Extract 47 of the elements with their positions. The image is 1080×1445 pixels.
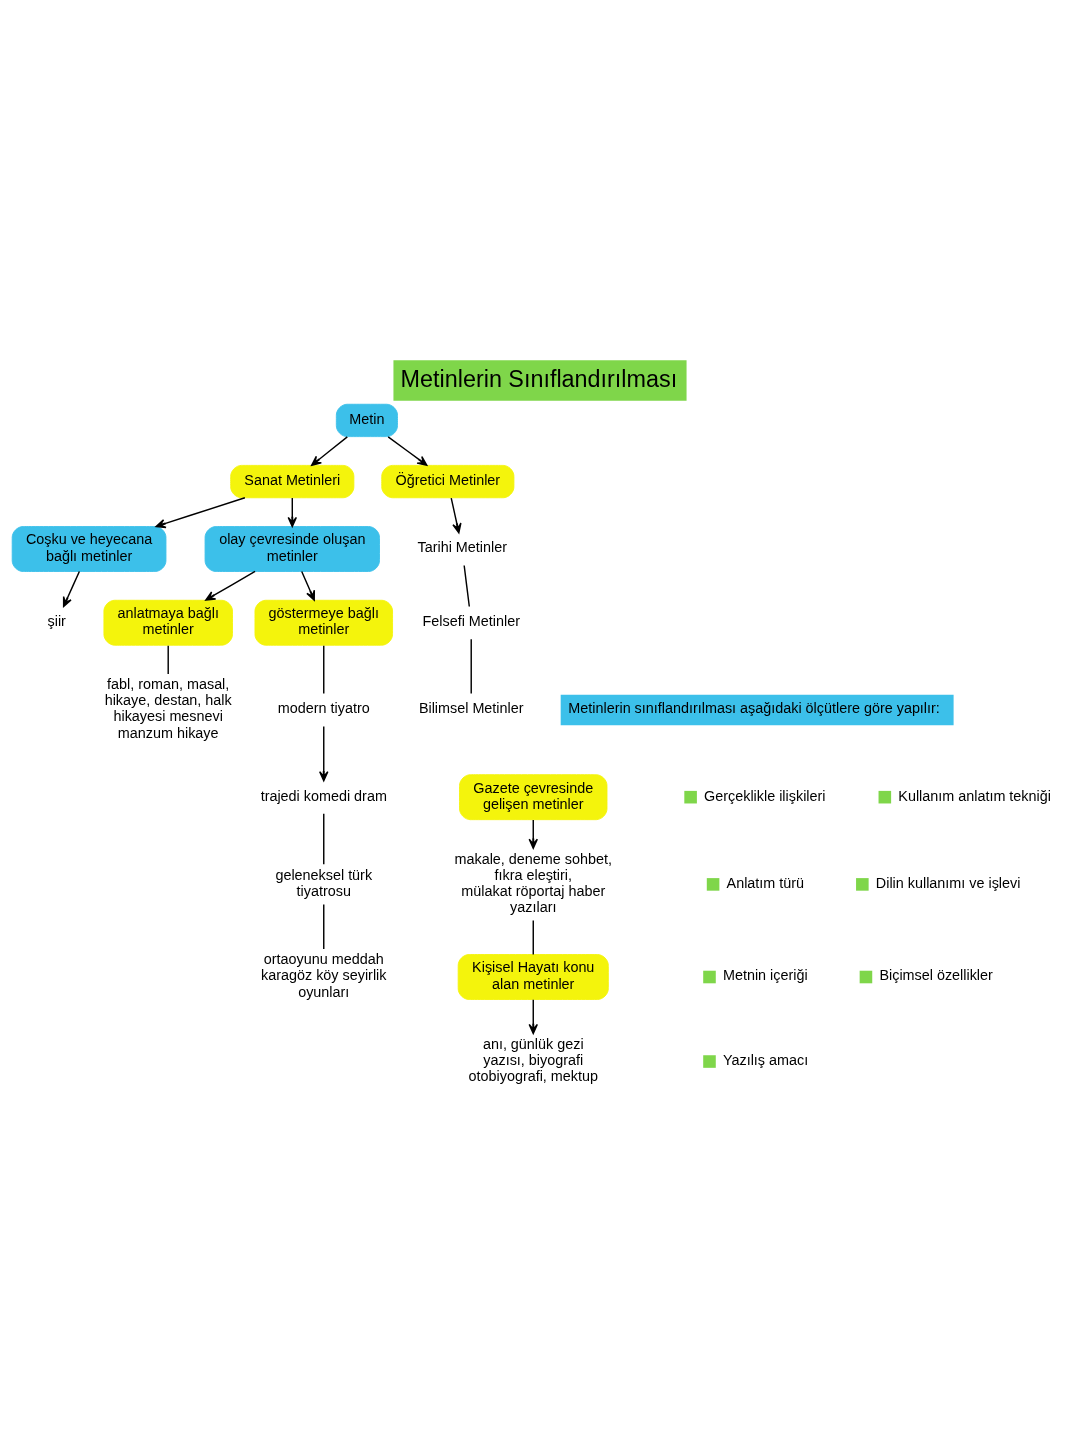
node-text: Felsefi Metinler <box>422 612 520 629</box>
arrow <box>62 570 81 607</box>
arrow <box>155 496 246 528</box>
node-box: Öğretici Metinler <box>381 464 515 498</box>
arrow <box>528 998 538 1034</box>
label: Yazılış amacı <box>722 1051 809 1068</box>
arrow <box>528 818 538 849</box>
connector <box>323 812 325 865</box>
connector <box>323 644 325 694</box>
node-box: Coşku ve heyecana bağlı metinler <box>11 525 167 572</box>
node-text: şiir <box>47 612 66 629</box>
arrow <box>387 435 428 466</box>
diagram-title: Metinlerin Sınıflandırılması <box>400 365 678 392</box>
node-text: anı, günlük gezi yazısı, biyografi otobiyografi, mektup <box>468 1035 598 1084</box>
node-box: anlatmaya bağlı metinler <box>103 599 233 646</box>
label: Kullanım anlatım tekniği <box>898 787 1051 804</box>
node-text: Tarihi Metinler <box>417 538 507 555</box>
node-text: modern tiyatro <box>277 699 370 716</box>
connector <box>470 638 472 694</box>
label: Metinlerin sınıflandırılması aşağıdaki ölçütlere göre yapılır: <box>568 699 940 716</box>
arrow <box>287 496 298 527</box>
label: Anlatım türü <box>726 874 805 891</box>
node-text: fabl, roman, masal, hikaye, destan, halk hikayesi mesnevi manzum hikaye <box>104 675 232 741</box>
arrow <box>205 570 256 601</box>
node-text: Bilimsel Metinler <box>418 699 524 716</box>
label: Dilin kullanımı ve işlevi <box>875 874 1021 891</box>
label: Gerçeklikle ilişkileri <box>704 787 826 804</box>
arrow <box>319 725 329 781</box>
node-text: trajedi komedi dram <box>260 787 387 804</box>
node-box: olay çevresinde oluşan metinler <box>204 525 380 572</box>
arrow <box>301 570 316 601</box>
node-box: Kişisel Hayatı konu alan metinler <box>457 953 609 1000</box>
label: Metnin içeriği <box>722 966 808 983</box>
node-box: Sanat Metinleri <box>230 464 355 498</box>
node-box: Metin <box>335 403 398 437</box>
node-text: geleneksel türk tiyatrosu <box>275 866 373 899</box>
arrow <box>311 435 349 466</box>
connector <box>167 644 169 675</box>
node-box: göstermeye bağlı metinler <box>254 599 393 646</box>
arrow <box>450 496 462 533</box>
connector <box>323 903 325 950</box>
node-text: makale, deneme sohbet, fıkra eleştiri, mülakat röportaj haber yazıları <box>454 850 612 915</box>
connector <box>532 919 534 955</box>
node-text: ortaoyunu meddah karagöz köy seyirlik oyunları <box>261 950 387 1000</box>
connector <box>463 564 471 607</box>
node-box: Gazete çevresinde gelişen metinler <box>459 773 608 820</box>
label: Biçimsel özellikler <box>879 966 993 983</box>
